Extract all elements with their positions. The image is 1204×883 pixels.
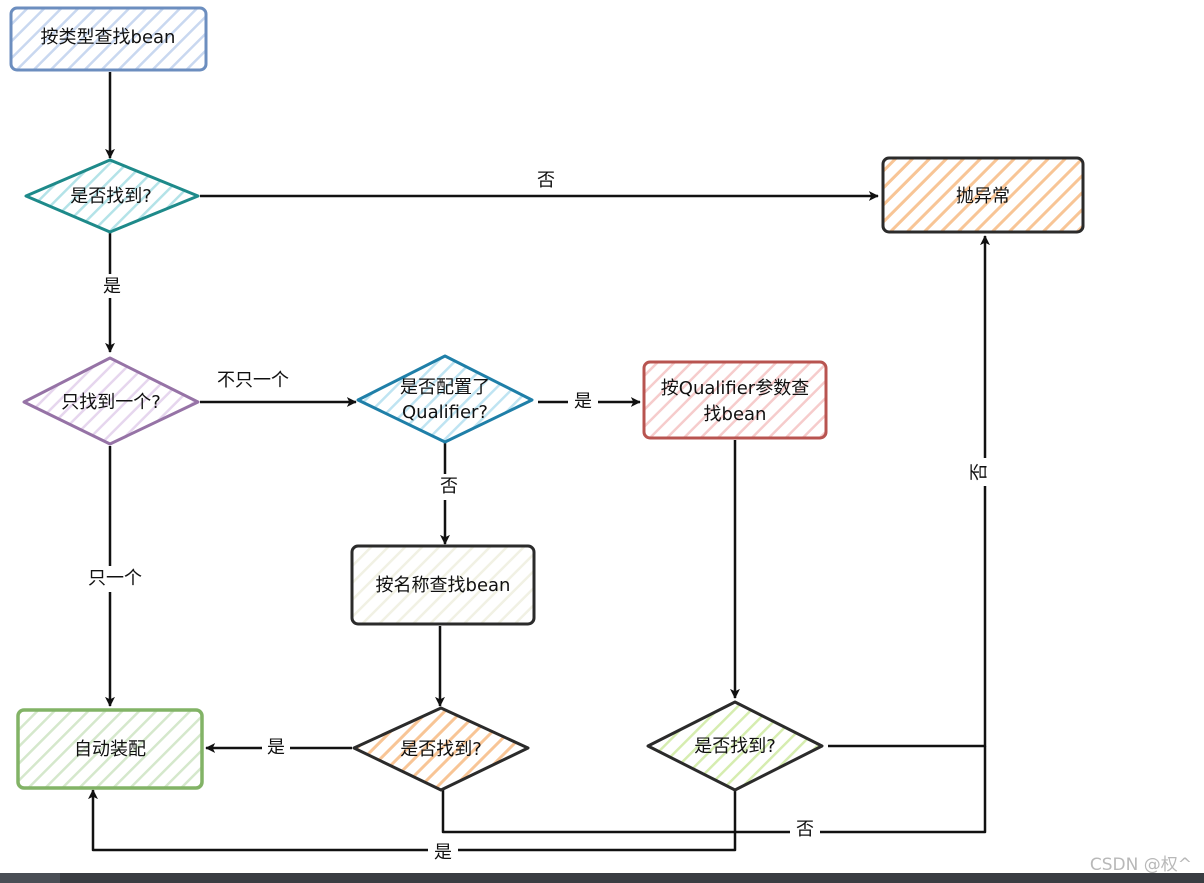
node-found3: 是否找到? (646, 700, 824, 792)
label-found1-no: 否 (537, 170, 555, 191)
bottom-bar-segment (0, 873, 60, 883)
node-found2: 是否找到? (352, 706, 530, 792)
node-throw-exception: 抛异常 (881, 156, 1085, 234)
label-qualifier-yes: 是 (574, 391, 592, 412)
node-find-by-name: 按名称查找bean (350, 544, 536, 626)
node-found3-label: 是否找到? (694, 736, 776, 757)
node-find-by-qualifier-label-2: 找bean (704, 404, 767, 425)
node-find-by-qualifier: 按Qualifier参数查 找bean (642, 360, 828, 440)
bottom-bar (0, 873, 1204, 883)
label-only-one: 只一个 (88, 568, 142, 589)
label-found1-yes: 是 (103, 276, 121, 297)
node-has-qualifier-label-1: 是否配置了 (400, 377, 490, 398)
node-find-by-name-label: 按名称查找bean (376, 575, 511, 596)
node-has-qualifier-label-2: Qualifier? (402, 402, 488, 423)
label-qualifier-no: 否 (440, 476, 458, 497)
label-found3-yes: 是 (434, 842, 452, 863)
node-has-qualifier: 是否配置了 Qualifier? (356, 354, 534, 444)
edge-found3-yes-to-autowire (88, 789, 737, 852)
node-autowire: 自动装配 (16, 708, 204, 790)
watermark: CSDN @权^ (1089, 855, 1192, 875)
label-not-only-one: 不只一个 (217, 370, 289, 391)
edge-labels: 否 是 不只一个 是 否 只一个 是 否 否 是 (78, 168, 994, 864)
node-found1-label: 是否找到? (70, 186, 152, 207)
node-find-by-type: 按类型查找bean (9, 6, 208, 72)
node-find-by-type-label: 按类型查找bean (41, 27, 176, 48)
node-only-one: 只找到一个? (22, 356, 200, 446)
label-found3-no: 否 (969, 463, 990, 481)
label-found2-yes: 是 (267, 737, 285, 758)
node-found1: 是否找到? (24, 158, 200, 234)
edges (88, 72, 990, 852)
label-found2-no: 否 (796, 819, 814, 840)
node-found2-label: 是否找到? (400, 739, 482, 760)
edge-found3-no-to-exception (828, 235, 990, 748)
node-autowire-label: 自动装配 (74, 739, 146, 760)
node-find-by-qualifier-label-1: 按Qualifier参数查 (661, 378, 809, 399)
node-throw-exception-label: 抛异常 (956, 186, 1010, 207)
edge-found2-no-to-exception (441, 746, 987, 834)
node-only-one-label: 只找到一个? (61, 392, 161, 413)
